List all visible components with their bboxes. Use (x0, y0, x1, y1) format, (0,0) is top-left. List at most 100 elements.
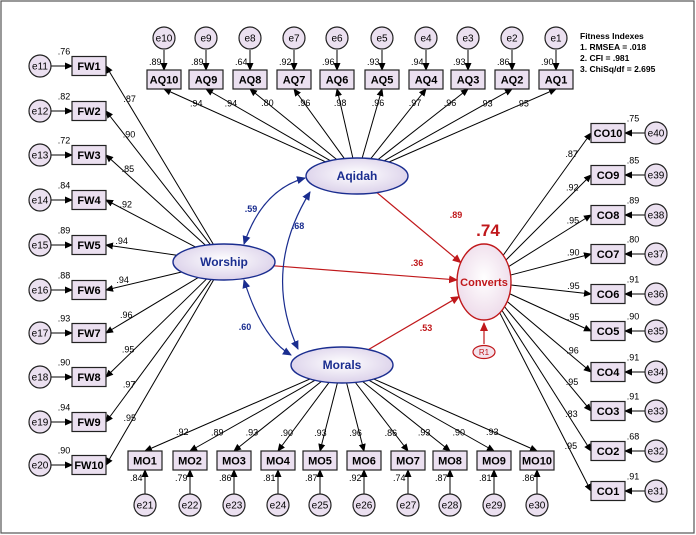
indicator-co1: CO1 (590, 480, 626, 502)
error-e18-label: e18 (32, 373, 49, 384)
indicator-aq10-label: AQ10 (150, 75, 179, 87)
error-e7-label: e7 (288, 34, 300, 45)
r2-mo9: .81 (479, 473, 492, 483)
loading-arrow-fw9 (105, 279, 212, 423)
r2-mo8: .87 (435, 473, 448, 483)
indicator-aq6: AQ6 (319, 69, 355, 90)
error-e24-label: e24 (270, 501, 287, 512)
error-e12: e12 (28, 99, 52, 123)
error-e25-label: e25 (312, 501, 329, 512)
error-e19-label: e19 (32, 418, 49, 429)
loading-arrow-co5 (509, 293, 592, 332)
error-e22: e22 (178, 493, 202, 517)
error-e15-label: e15 (32, 241, 49, 252)
indicator-co3: CO3 (590, 400, 626, 422)
indicator-aq6-label: AQ6 (326, 75, 349, 87)
loading-arrow-aq3 (377, 88, 469, 160)
indicator-aq8: AQ8 (232, 69, 268, 90)
loading-fw3: .85 (122, 164, 135, 174)
latent-worship-label: Worship (200, 255, 248, 269)
indicator-co10-label: CO10 (594, 128, 623, 140)
indicator-co8: CO8 (590, 204, 626, 226)
error-e4-label: e4 (420, 34, 432, 45)
error-e20-label: e20 (32, 461, 49, 472)
indicator-mo9-label: MO9 (482, 456, 506, 468)
loading-arrow-mo4 (277, 382, 330, 452)
error-e39: e39 (644, 163, 668, 187)
indicator-mo1: MO1 (127, 450, 163, 471)
indicator-co9: CO9 (590, 164, 626, 186)
indicator-co1-label: CO1 (597, 486, 620, 498)
indicator-aq10: AQ10 (146, 69, 182, 90)
cov-worship-morals (242, 279, 292, 356)
indicator-mo8-label: MO8 (438, 456, 462, 468)
indicator-fw8-label: FW8 (77, 372, 100, 384)
loading-arrow-aq1 (388, 88, 557, 163)
error-e37: e37 (644, 242, 668, 266)
error-e20: e20 (28, 453, 52, 477)
r2-aq2: .86 (497, 57, 510, 67)
error-e38-label: e38 (648, 211, 665, 222)
indicator-mo4-label: MO4 (266, 456, 291, 468)
indicator-fw4: FW4 (71, 189, 107, 211)
loading-arrow-aq10 (163, 88, 326, 163)
error-e14: e14 (28, 188, 52, 212)
fitness-rmsea: 1. RMSEA = .018 (580, 42, 646, 52)
loading-arrow-co3 (504, 306, 592, 412)
indicator-fw9-label: FW9 (77, 417, 100, 429)
coef-morals-converts: .53 (420, 323, 433, 333)
error-e14-label: e14 (32, 196, 49, 207)
error-e26-label: e26 (356, 501, 373, 512)
indicator-fw9: FW9 (71, 411, 107, 433)
loading-co7: .90 (567, 248, 580, 258)
loading-arrow-aq5 (361, 88, 384, 159)
error-e17: e17 (28, 321, 52, 345)
error-e40-label: e40 (648, 129, 665, 140)
loading-fw2: .90 (123, 129, 136, 139)
indicator-fw5: FW5 (71, 234, 107, 256)
indicator-fw6-label: FW6 (77, 285, 100, 297)
error-e3: e3 (456, 26, 480, 50)
error-e35-label: e35 (648, 327, 665, 338)
error-e4: e4 (414, 26, 438, 50)
latent-converts-label: Converts (460, 277, 508, 289)
error-e16-label: e16 (32, 286, 49, 297)
fitness-cfi: 2. CFI = .981 (580, 53, 630, 63)
loading-arrow-mo7 (354, 382, 409, 452)
latent-aqidah: Aqidah (305, 157, 409, 195)
fitness-indexes: Fitness Indexes 1. RMSEA = .018 2. CFI =… (580, 31, 656, 74)
indicator-co3-label: CO3 (597, 406, 620, 418)
error-e12-label: e12 (32, 107, 49, 118)
cov-aqidah-morals (281, 191, 311, 350)
loading-arrow-fw3 (105, 154, 206, 246)
loading-aq2: .93 (480, 98, 493, 108)
error-e32-label: e32 (648, 447, 665, 458)
loading-arrow-fw8 (105, 278, 207, 378)
indicator-mo9: MO9 (476, 450, 512, 471)
loading-fw5: .94 (115, 236, 128, 246)
r2-aq10: .89 (149, 57, 162, 67)
loading-fw9: .97 (123, 380, 136, 390)
r2-fw3: .72 (58, 136, 71, 146)
indicator-mo2: MO2 (172, 450, 208, 471)
indicator-fw10-label: FW10 (74, 460, 103, 472)
loading-mo9: .90 (452, 427, 465, 437)
r2-mo4: .81 (263, 473, 276, 483)
indicator-co7-label: CO7 (597, 249, 620, 261)
error-e21-label: e21 (137, 501, 154, 512)
loading-arrow-aq6 (335, 88, 354, 159)
error-e16: e16 (28, 278, 52, 302)
indicator-co8-label: CO8 (597, 210, 620, 222)
loading-arrow-fw1 (105, 65, 214, 245)
indicator-fw7-label: FW7 (77, 328, 100, 340)
loading-arrow-fw2 (105, 110, 211, 245)
coef-aqidah-converts: .89 (450, 210, 463, 220)
indicator-mo3: MO3 (216, 450, 252, 471)
r2-aq8: .64 (235, 57, 248, 67)
loading-mo1: .92 (176, 427, 189, 437)
coef-aqidah-morals: .68 (292, 221, 305, 231)
error-e13-label: e13 (32, 151, 49, 162)
indicator-aq7: AQ7 (276, 69, 312, 90)
indicator-fw4-label: FW4 (77, 195, 101, 207)
error-e24: e24 (266, 493, 290, 517)
